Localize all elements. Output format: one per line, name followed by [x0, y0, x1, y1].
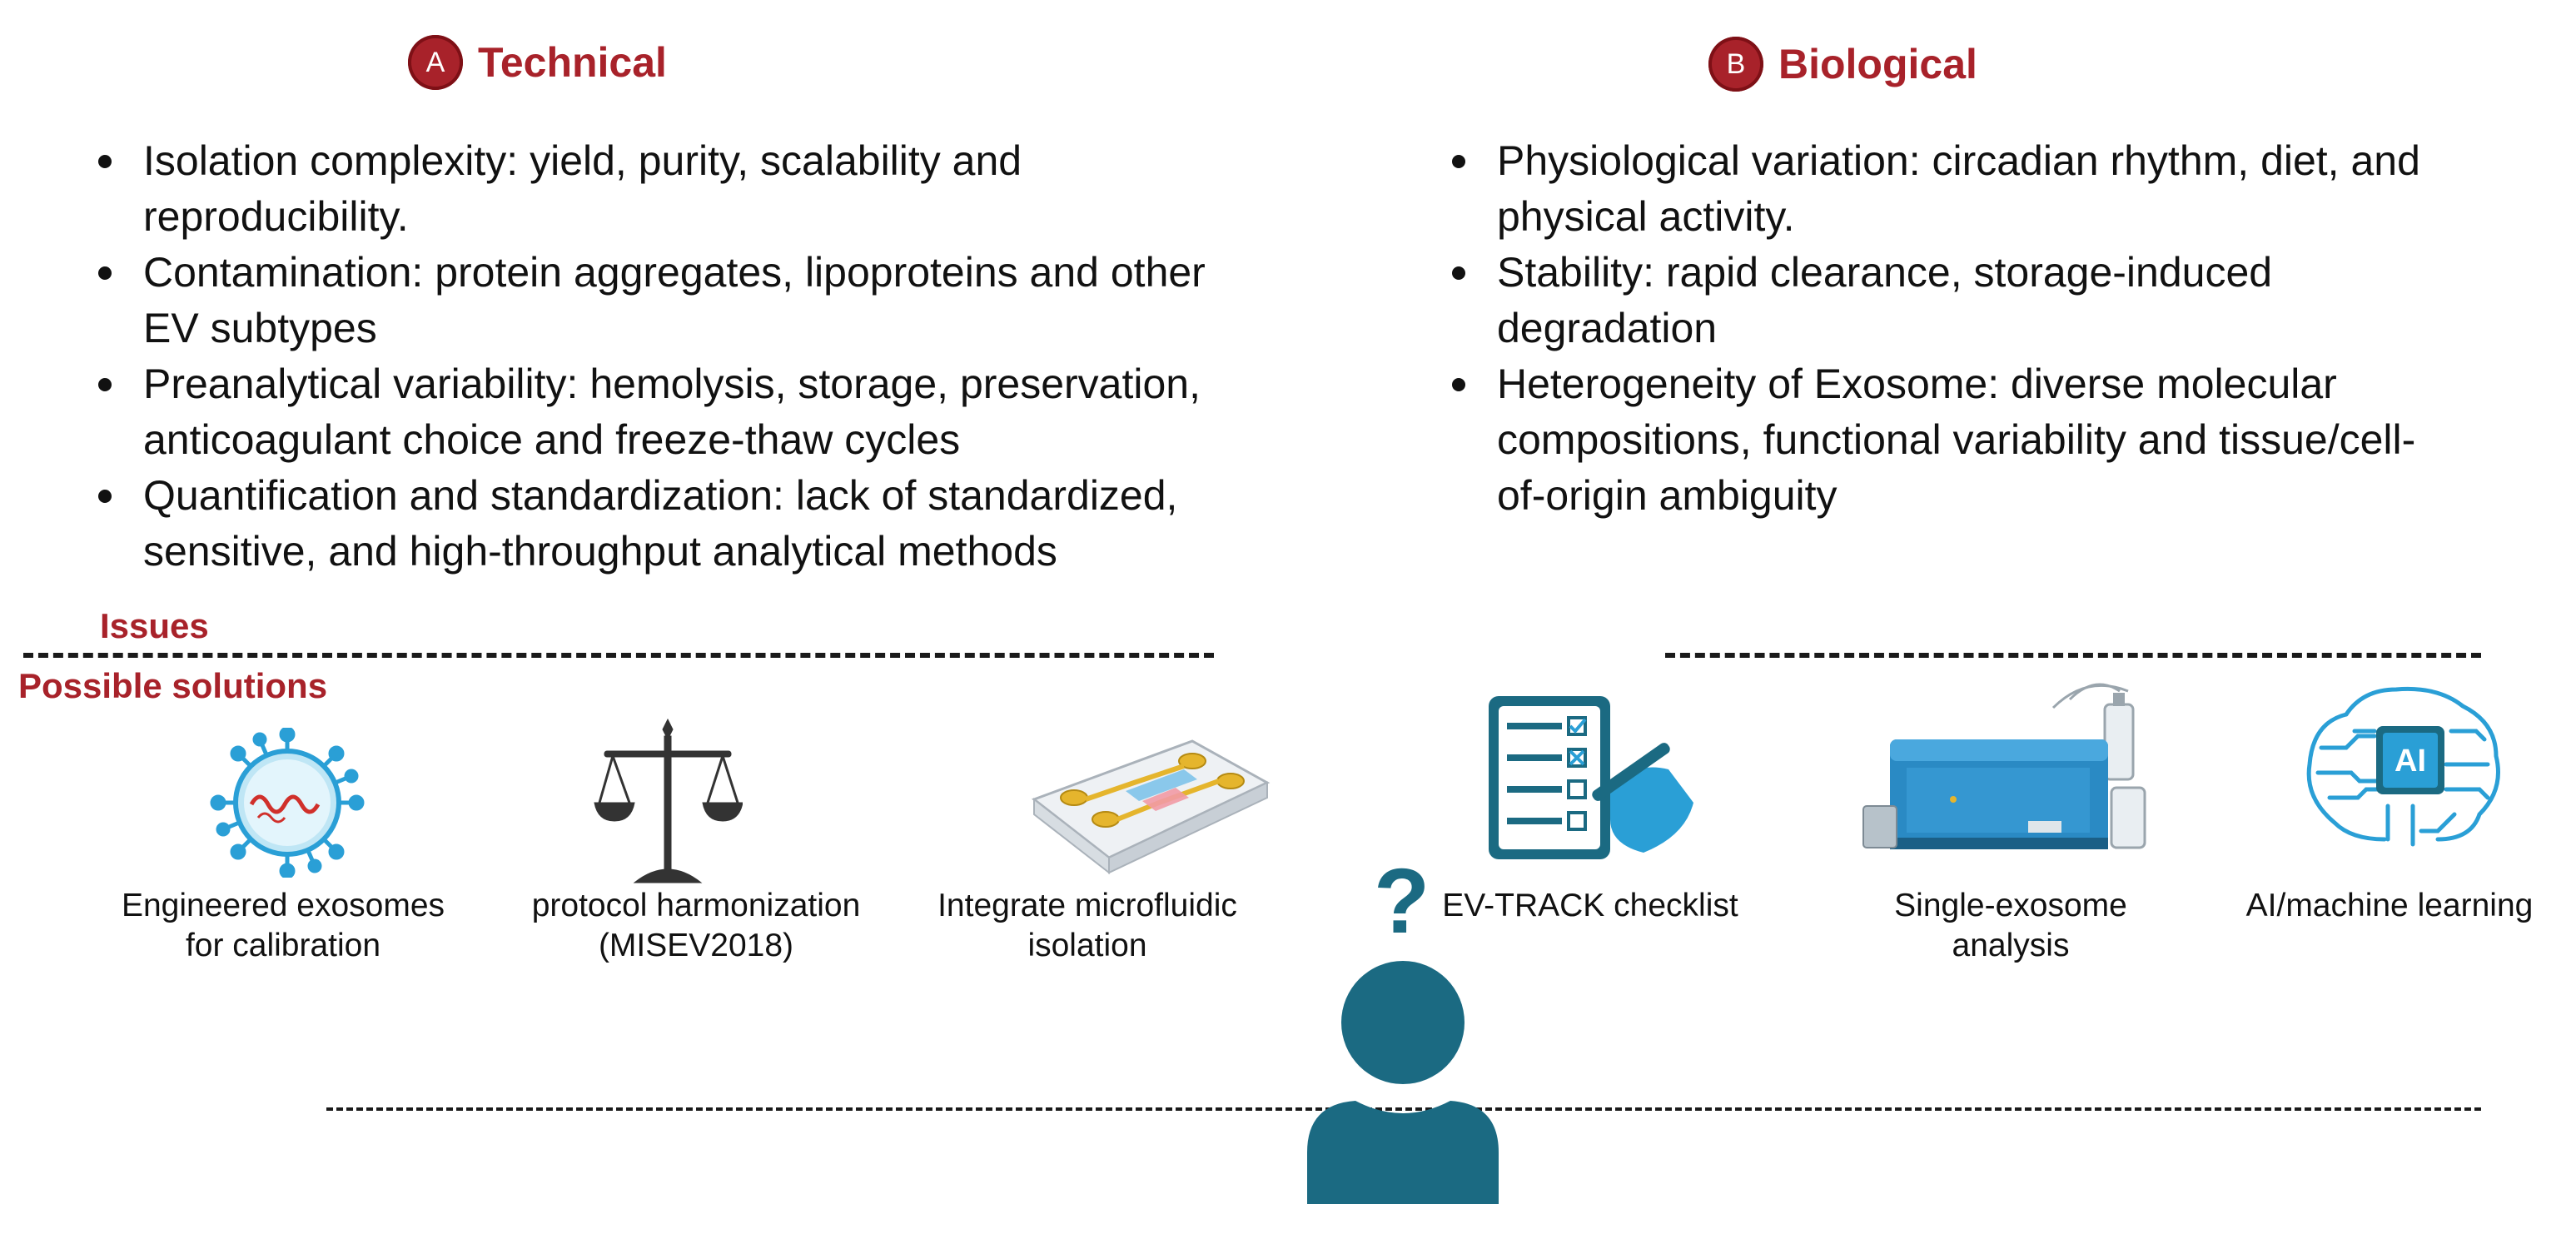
solution-caption-microfluidic: Integrate microfluidic isolation	[904, 886, 1271, 966]
biological-issue-line: degradation	[1497, 305, 1718, 351]
solution-caption-line: (MISEV2018)	[598, 928, 794, 963]
biological-issue-item: Physiological variation: circadian rhyth…	[1447, 133, 2571, 245]
solution-caption-line: Single-exosome	[1894, 888, 2127, 923]
biological-issue-line: physical activity.	[1497, 193, 1795, 240]
technical-header: A Technical	[408, 35, 667, 90]
ai-chip-label: AI	[2394, 744, 2426, 779]
microfluidic-chip-icon	[1031, 739, 1271, 875]
biological-issues-list: Physiological variation: circadian rhyth…	[1447, 133, 2571, 524]
technical-issues-list: Isolation complexity: yield, purity, sca…	[93, 133, 1392, 580]
analyzer-instrument-icon	[1862, 683, 2146, 849]
biological-issue-line: compositions, functional variability and…	[1497, 416, 2416, 463]
technical-issue-line: EV subtypes	[143, 305, 377, 351]
technical-badge: A	[408, 35, 463, 90]
technical-issue-line: anticoagulant choice and freeze-thaw cyc…	[143, 416, 961, 463]
solution-caption-line: Engineered exosomes	[121, 888, 445, 923]
exosome-icon	[210, 728, 365, 878]
solution-caption-exosomes: Engineered exosomes for calibration	[83, 886, 483, 966]
solution-caption-line: AI/machine learning	[2245, 888, 2534, 923]
biological-issue-line: Physiological variation: circadian rhyth…	[1497, 137, 2420, 184]
biological-title: Biological	[1778, 41, 1977, 87]
technical-issue-line: Isolation complexity: yield, purity, sca…	[143, 137, 1022, 184]
solution-caption-line: protocol harmonization	[531, 888, 861, 923]
divider-right	[1665, 653, 2481, 658]
technical-issue-line: reproducibility.	[143, 193, 409, 240]
biological-issue-item: Heterogeneity of Exosome: diverse molecu…	[1447, 356, 2571, 524]
solution-caption-ai: AI/machine learning	[2215, 886, 2564, 926]
technical-issue-item: Isolation complexity: yield, purity, sca…	[93, 133, 1392, 245]
technical-issue-item: Quantification and standardization: lack…	[93, 468, 1392, 580]
checklist-icon	[1489, 696, 1693, 859]
technical-issue-line: Contamination: protein aggregates, lipop…	[143, 249, 1206, 296]
solution-caption-harmonization: protocol harmonization (MISEV2018)	[488, 886, 904, 966]
solution-caption-line: EV-TRACK checklist	[1442, 888, 1738, 923]
technical-title: Technical	[478, 39, 667, 86]
solution-caption-checklist: EV-TRACK checklist	[1415, 886, 1765, 926]
solution-caption-single-exosome: Single-exosome analysis	[1848, 886, 2173, 966]
person-icon	[1307, 961, 1499, 1204]
solution-caption-line: for calibration	[185, 928, 381, 963]
divider-left	[23, 653, 1214, 658]
ai-brain-icon: AI	[2306, 686, 2500, 847]
biological-header: B Biological	[1708, 37, 1977, 92]
scale-icon	[594, 718, 743, 883]
biological-issue-line: Heterogeneity of Exosome: diverse molecu…	[1497, 361, 2337, 407]
biological-badge: B	[1708, 37, 1763, 92]
biological-issue-line: Stability: rapid clearance, storage-indu…	[1497, 249, 2273, 296]
technical-issue-line: Preanalytical variability: hemolysis, st…	[143, 361, 1201, 407]
possible-solutions-label: Possible solutions	[18, 666, 328, 705]
solution-caption-line: analysis	[1952, 928, 2070, 963]
technical-issue-item: Preanalytical variability: hemolysis, st…	[93, 356, 1392, 468]
technical-issue-line: sensitive, and high-throughput analytica…	[143, 528, 1057, 575]
biological-issue-line: of-origin ambiguity	[1497, 472, 1838, 519]
question-mark: ?	[1374, 850, 1430, 953]
issues-label: Issues	[100, 606, 209, 645]
solution-caption-line: Integrate microfluidic	[937, 888, 1237, 923]
solution-caption-line: isolation	[1027, 928, 1147, 963]
biological-issue-item: Stability: rapid clearance, storage-indu…	[1447, 245, 2571, 356]
technical-issue-item: Contamination: protein aggregates, lipop…	[93, 245, 1392, 356]
technical-issue-line: Quantification and standardization: lack…	[143, 472, 1178, 519]
bottom-divider	[326, 1107, 2481, 1111]
